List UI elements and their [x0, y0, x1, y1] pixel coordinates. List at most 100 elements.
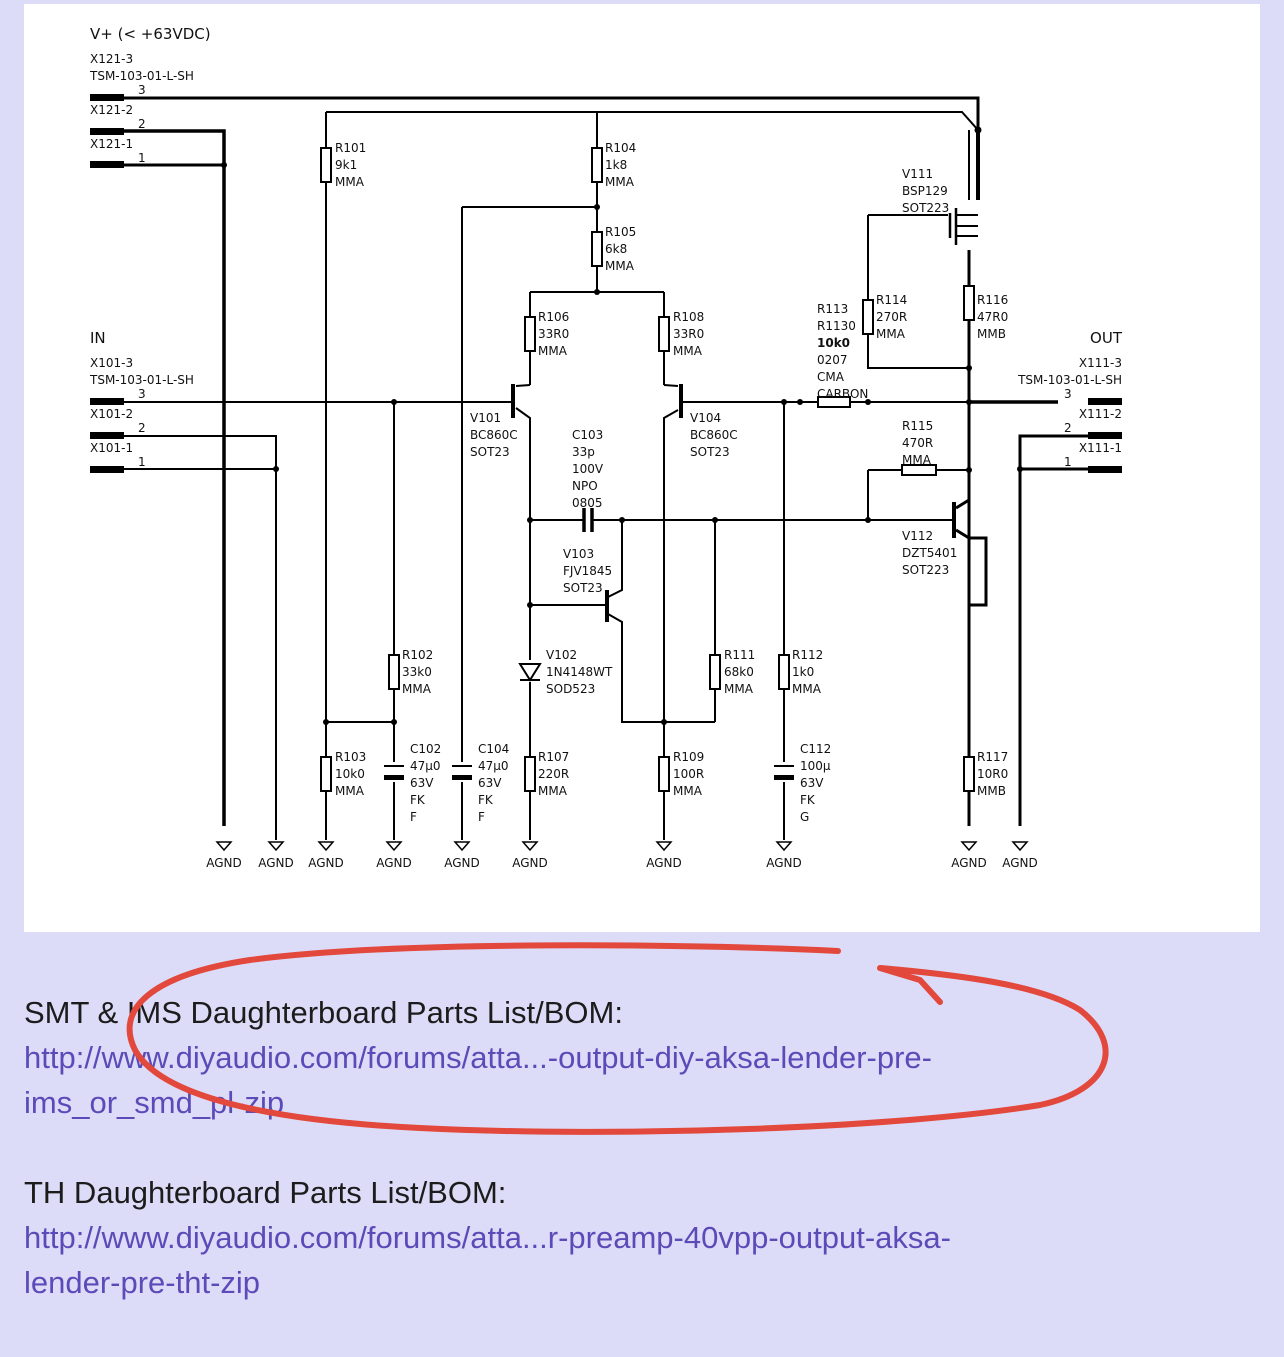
ground-symbol	[655, 841, 673, 852]
component-label-r102: MMA	[402, 682, 432, 696]
component-label-v104: SOT23	[690, 445, 730, 459]
ground-symbol	[521, 841, 539, 852]
component-label-c104: FK	[478, 793, 494, 807]
smt-bom-link[interactable]: http://www.diyaudio.com/forums/atta...-o…	[24, 1040, 932, 1075]
svg-text:TSM-103-01-L-SH: TSM-103-01-L-SH	[89, 373, 194, 387]
th-bom-heading: TH Daughterboard Parts List/BOM:	[24, 1175, 507, 1210]
svg-text:X101-2: X101-2	[90, 407, 133, 421]
svg-text:IN: IN	[90, 329, 106, 347]
component-label-c102: 63V	[410, 776, 434, 790]
component-label-r111: R111	[724, 648, 755, 662]
th-bom-link-continued[interactable]: lender-pre-tht-zip	[24, 1265, 261, 1300]
svg-text:2: 2	[1064, 421, 1072, 435]
component-label-r102: R102	[402, 648, 433, 662]
component-label-r107: R107	[538, 750, 569, 764]
component-label-r113: CMA	[817, 370, 845, 384]
component-label-r107: 220R	[538, 767, 569, 781]
component-label-v111: BSP129	[902, 184, 948, 198]
component-label-r104: 1k8	[605, 158, 627, 172]
component-label-c102: FK	[410, 793, 426, 807]
svg-text:3: 3	[1064, 387, 1072, 401]
svg-text:X121-1: X121-1	[90, 137, 133, 151]
component-label-r101: 9k1	[335, 158, 357, 172]
component-label-r116: 47R0	[977, 310, 1008, 324]
component-label-c103: NPO	[572, 479, 598, 493]
ground-symbol	[453, 841, 471, 852]
svg-text:TSM-103-01-L-SH: TSM-103-01-L-SH	[89, 69, 194, 83]
connector-x111: OUT X111-3 TSM-103-01-L-SH X111-2 X111-1…	[1017, 329, 1123, 473]
component-label-r112: R112	[792, 648, 823, 662]
component-label-v102: V102	[546, 648, 577, 662]
supply-label: V+ (< +63VDC)	[90, 25, 211, 43]
component-label-r111: MMA	[724, 682, 754, 696]
svg-text:X121-2: X121-2	[90, 103, 133, 117]
component-label-r106: MMA	[538, 344, 568, 358]
svg-text:2: 2	[138, 421, 146, 435]
component-label-c104: 47µ0	[478, 759, 509, 773]
component-label-v112: V112	[902, 529, 933, 543]
component-label-c103: 100V	[572, 462, 604, 476]
component-label-c104: C104	[478, 742, 509, 756]
ground-symbol	[385, 841, 403, 852]
ground-label: AGND	[646, 856, 682, 870]
svg-text:3: 3	[138, 387, 146, 401]
ground-symbol	[317, 841, 335, 852]
ground-symbol	[960, 841, 978, 852]
component-label-v102: SOD523	[546, 682, 595, 696]
component-label-r103: R103	[335, 750, 366, 764]
ground-label: AGND	[766, 856, 802, 870]
component-label-r108: R108	[673, 310, 704, 324]
svg-text:X111-2: X111-2	[1079, 407, 1122, 421]
component-label-r108: 33R0	[673, 327, 704, 341]
component-label-c112: 63V	[800, 776, 824, 790]
component-label-r112: 1k0	[792, 665, 814, 679]
component-label-r109: MMA	[673, 784, 703, 798]
component-label-v101: V101	[470, 411, 501, 425]
component-label-r112: MMA	[792, 682, 822, 696]
component-label-r106: 33R0	[538, 327, 569, 341]
svg-text:X111-1: X111-1	[1079, 441, 1122, 455]
svg-text:X101-3: X101-3	[90, 356, 133, 370]
svg-text:TSM-103-01-L-SH: TSM-103-01-L-SH	[1017, 373, 1122, 387]
svg-text:X101-1: X101-1	[90, 441, 133, 455]
component-label-r109: 100R	[673, 767, 704, 781]
component-label-r103: 10k0	[335, 767, 365, 781]
ground-label: AGND	[951, 856, 987, 870]
smt-bom-link-continued[interactable]: ims_or_smd_pl-zip	[24, 1085, 285, 1120]
smt-bom-heading: SMT & IMS Daughterboard Parts List/BOM:	[24, 995, 623, 1030]
component-label-c103: C103	[572, 428, 603, 442]
component-label-v102: 1N4148WT	[546, 665, 613, 679]
svg-text:2: 2	[138, 117, 146, 131]
component-label-r104: MMA	[605, 175, 635, 189]
component-label-r116: MMB	[977, 327, 1006, 341]
component-label-r104: R104	[605, 141, 636, 155]
component-label-r114: MMA	[876, 327, 906, 341]
component-label-r105: MMA	[605, 259, 635, 273]
component-label-r102: 33k0	[402, 665, 432, 679]
component-label-r101: R101	[335, 141, 366, 155]
svg-text:1: 1	[138, 151, 146, 165]
svg-text:1: 1	[1064, 455, 1072, 469]
component-label-v112: SOT223	[902, 563, 949, 577]
ground-label: AGND	[512, 856, 548, 870]
component-label-r117: R117	[977, 750, 1008, 764]
ground-symbol	[1011, 841, 1029, 852]
component-label-r113: R113	[817, 302, 848, 316]
connector-x101: IN X101-3 TSM-103-01-L-SH X101-2 X101-1 …	[89, 329, 194, 473]
component-label-v103: V103	[563, 547, 594, 561]
th-bom-link[interactable]: http://www.diyaudio.com/forums/atta...r-…	[24, 1220, 951, 1255]
ground-label: AGND	[444, 856, 480, 870]
component-label-c102: C102	[410, 742, 441, 756]
component-label-c104: F	[478, 810, 485, 824]
ground-label: AGND	[1002, 856, 1038, 870]
component-label-v103: FJV1845	[563, 564, 612, 578]
component-label-r107: MMA	[538, 784, 568, 798]
component-label-r117: MMB	[977, 784, 1006, 798]
component-label-c112: FK	[800, 793, 816, 807]
component-label-r117: 10R0	[977, 767, 1008, 781]
component-label-r113: R1130	[817, 319, 856, 333]
ground-symbol	[775, 841, 793, 852]
component-label-c102: 47µ0	[410, 759, 441, 773]
ground-symbol	[215, 841, 233, 852]
component-label-r105: 6k8	[605, 242, 627, 256]
